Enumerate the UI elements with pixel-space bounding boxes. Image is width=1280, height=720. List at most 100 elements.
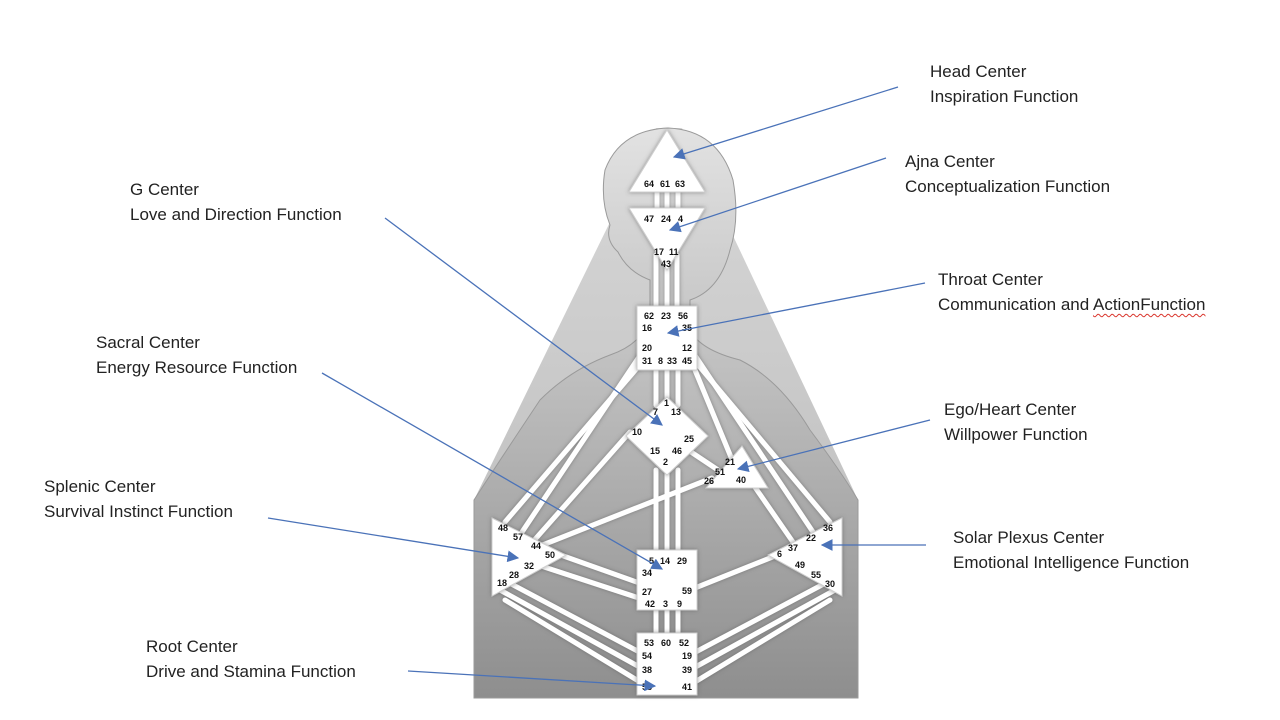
arrow-ego-center <box>736 419 931 473</box>
gate-44: 44 <box>531 541 541 551</box>
sacral-center-function: Energy Resource Function <box>96 358 298 377</box>
throat-center-label: Throat Center Communication and ActionFu… <box>938 267 1205 317</box>
gate-52: 52 <box>679 638 689 648</box>
solar-center <box>766 517 843 597</box>
gate-4: 4 <box>678 214 683 224</box>
gate-11: 11 <box>669 247 679 257</box>
gate-43: 43 <box>661 259 671 269</box>
gate-26: 26 <box>704 476 714 486</box>
gate-63: 63 <box>675 179 685 189</box>
throat-center <box>636 305 698 371</box>
gate-49: 49 <box>795 560 805 570</box>
solar-center-function: Emotional Intelligence Function <box>953 553 1190 572</box>
spleen-center <box>491 517 568 597</box>
gate-23: 23 <box>661 311 671 321</box>
gate-31: 31 <box>642 356 652 366</box>
gate-40: 40 <box>736 475 746 485</box>
ego-center-label: Ego/Heart Center Willpower Function <box>944 397 1088 447</box>
gate-16: 16 <box>642 323 652 333</box>
arrow-throat-center <box>666 282 926 337</box>
gate-62: 62 <box>644 311 654 321</box>
splenic-center-function: Survival Instinct Function <box>44 502 233 521</box>
gate-24: 24 <box>661 214 671 224</box>
gate-64: 64 <box>644 179 654 189</box>
throat-function-flagged-word: ActionFunction <box>1092 295 1206 314</box>
head-center-function: Inspiration Function <box>930 87 1079 106</box>
gate-33: 33 <box>667 356 677 366</box>
gate-15: 15 <box>650 446 660 456</box>
gate-38: 38 <box>642 665 652 675</box>
root-center-title: Root Center <box>146 637 238 656</box>
sacral-center-title: Sacral Center <box>96 333 200 352</box>
head-center-title: Head Center <box>930 62 1027 81</box>
gate-14: 14 <box>660 556 670 566</box>
gate-25: 25 <box>684 434 694 444</box>
arrow-g-center <box>384 217 663 426</box>
throat-center-title: Throat Center <box>938 270 1043 289</box>
gate-30: 30 <box>825 579 835 589</box>
arrow-ajna-center <box>668 157 887 233</box>
gate-56: 56 <box>678 311 688 321</box>
arrow-splenic-center <box>267 517 520 563</box>
gate-17: 17 <box>654 247 664 257</box>
gate-48: 48 <box>498 523 508 533</box>
gate-57: 57 <box>513 532 523 542</box>
channels <box>497 187 838 688</box>
throat-function-prefix: Communication and <box>938 295 1093 314</box>
gate-58: 58 <box>642 682 652 692</box>
gate-61: 61 <box>660 179 670 189</box>
head-center-label: Head Center Inspiration Function <box>930 59 1078 109</box>
ajna-center-function: Conceptualization Function <box>905 177 1111 196</box>
gate-59: 59 <box>682 586 692 596</box>
centers <box>491 129 843 696</box>
sacral-center-label: Sacral Center Energy Resource Function <box>96 330 297 380</box>
gate-19: 19 <box>682 651 692 661</box>
gate-8: 8 <box>658 356 663 366</box>
gate-41: 41 <box>682 682 692 692</box>
ajna-center-title: Ajna Center <box>905 152 995 171</box>
gate-54: 54 <box>642 651 652 661</box>
ajna-center-label: Ajna Center Conceptualization Function <box>905 149 1110 199</box>
gate-12: 12 <box>682 343 692 353</box>
arrow-sacral-center <box>321 372 664 570</box>
gate-55: 55 <box>811 570 821 580</box>
g-center <box>625 396 709 476</box>
gate-3: 3 <box>663 599 668 609</box>
gate-47: 47 <box>644 214 654 224</box>
pointer-arrows <box>267 86 931 692</box>
gate-20: 20 <box>642 343 652 353</box>
gate-6: 6 <box>777 549 782 559</box>
gate-1: 1 <box>664 398 669 408</box>
gate-39: 39 <box>682 665 692 675</box>
gate-2: 2 <box>663 457 668 467</box>
root-center-label: Root Center Drive and Stamina Function <box>146 634 356 684</box>
g-center-label: G Center Love and Direction Function <box>130 177 342 227</box>
gate-28: 28 <box>509 570 519 580</box>
arrow-root-center <box>407 670 657 692</box>
gate-13: 13 <box>671 407 681 417</box>
gate-32: 32 <box>524 561 534 571</box>
head-center <box>628 129 706 193</box>
gate-numbers: 64 61 63 47 24 4 17 11 43 62 23 56 16 35… <box>497 179 835 692</box>
root-center-function: Drive and Stamina Function <box>146 662 356 681</box>
gate-9: 9 <box>677 599 682 609</box>
g-center-title: G Center <box>130 180 199 199</box>
gate-50: 50 <box>545 550 555 560</box>
gate-18: 18 <box>497 578 507 588</box>
gate-27: 27 <box>642 587 652 597</box>
gate-37: 37 <box>788 543 798 553</box>
gate-36: 36 <box>823 523 833 533</box>
ego-center-title: Ego/Heart Center <box>944 400 1077 419</box>
gate-45: 45 <box>682 356 692 366</box>
g-center-function: Love and Direction Function <box>130 205 342 224</box>
gate-29: 29 <box>677 556 687 566</box>
gate-7: 7 <box>653 407 658 417</box>
gate-51: 51 <box>715 467 725 477</box>
solar-center-label: Solar Plexus Center Emotional Intelligen… <box>953 525 1189 575</box>
ajna-center <box>628 207 706 271</box>
throat-center-function: Communication and ActionFunction <box>938 292 1205 317</box>
gate-21: 21 <box>725 457 735 467</box>
arrow-head-center <box>672 86 899 160</box>
solar-center-title: Solar Plexus Center <box>953 528 1105 547</box>
